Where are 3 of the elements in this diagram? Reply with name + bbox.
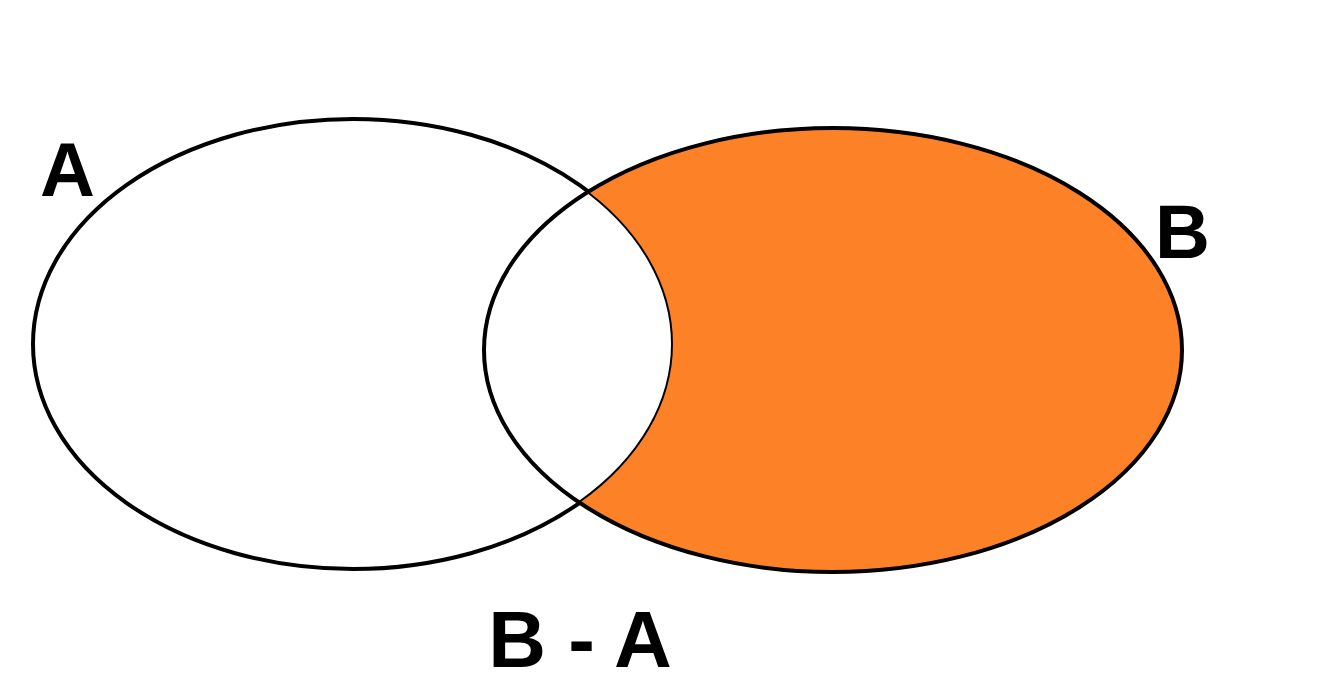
set-label: A	[40, 132, 95, 208]
region-caption: B - A	[488, 595, 672, 684]
set-label: B	[1155, 194, 1210, 270]
